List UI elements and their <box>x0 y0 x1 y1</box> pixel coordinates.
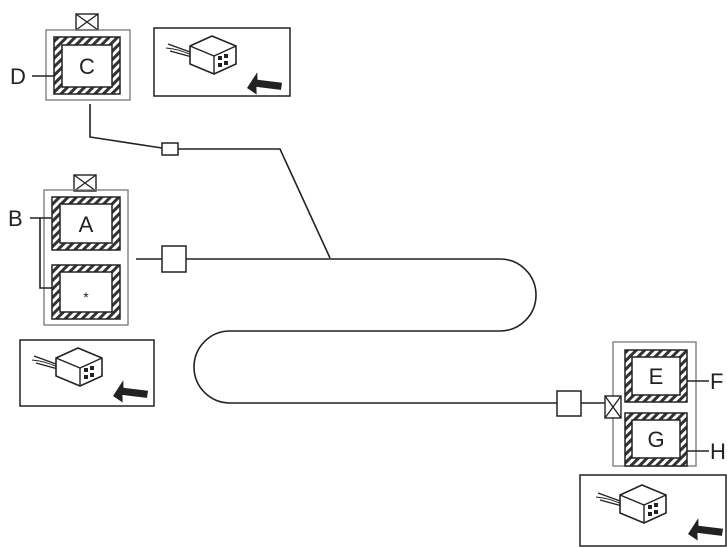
wire-top-run <box>178 148 331 259</box>
connector-g-face <box>631 419 681 459</box>
callout-f-label: F <box>710 369 723 394</box>
connector-unlabeled-face <box>59 271 113 313</box>
splice-small <box>161 142 179 156</box>
connector-e-label: E <box>649 364 664 389</box>
callout-b-label: B <box>8 206 23 231</box>
connector-a-label: A <box>79 212 94 237</box>
callout-d-label: D <box>10 64 26 89</box>
connector-e-face <box>631 356 681 396</box>
splice-right <box>556 390 582 417</box>
connector-c-face <box>61 44 113 88</box>
splice-left <box>161 245 187 273</box>
crossed-box-icon <box>73 174 97 192</box>
crossed-box-icon <box>75 13 99 31</box>
connector-unlabeled-label: * <box>83 289 89 305</box>
crossed-box-icon <box>604 395 622 419</box>
callout-b-bracket <box>30 217 52 289</box>
wire-harness-loop <box>186 258 557 404</box>
connector-c-label: C <box>79 54 95 79</box>
connector-g-label: G <box>647 427 664 452</box>
connector-pair-frame <box>43 189 129 326</box>
connector-c-frame <box>45 29 131 101</box>
connector-a-face <box>59 203 113 244</box>
callout-h-label: H <box>710 439 726 464</box>
wire-branch-c <box>89 104 163 149</box>
